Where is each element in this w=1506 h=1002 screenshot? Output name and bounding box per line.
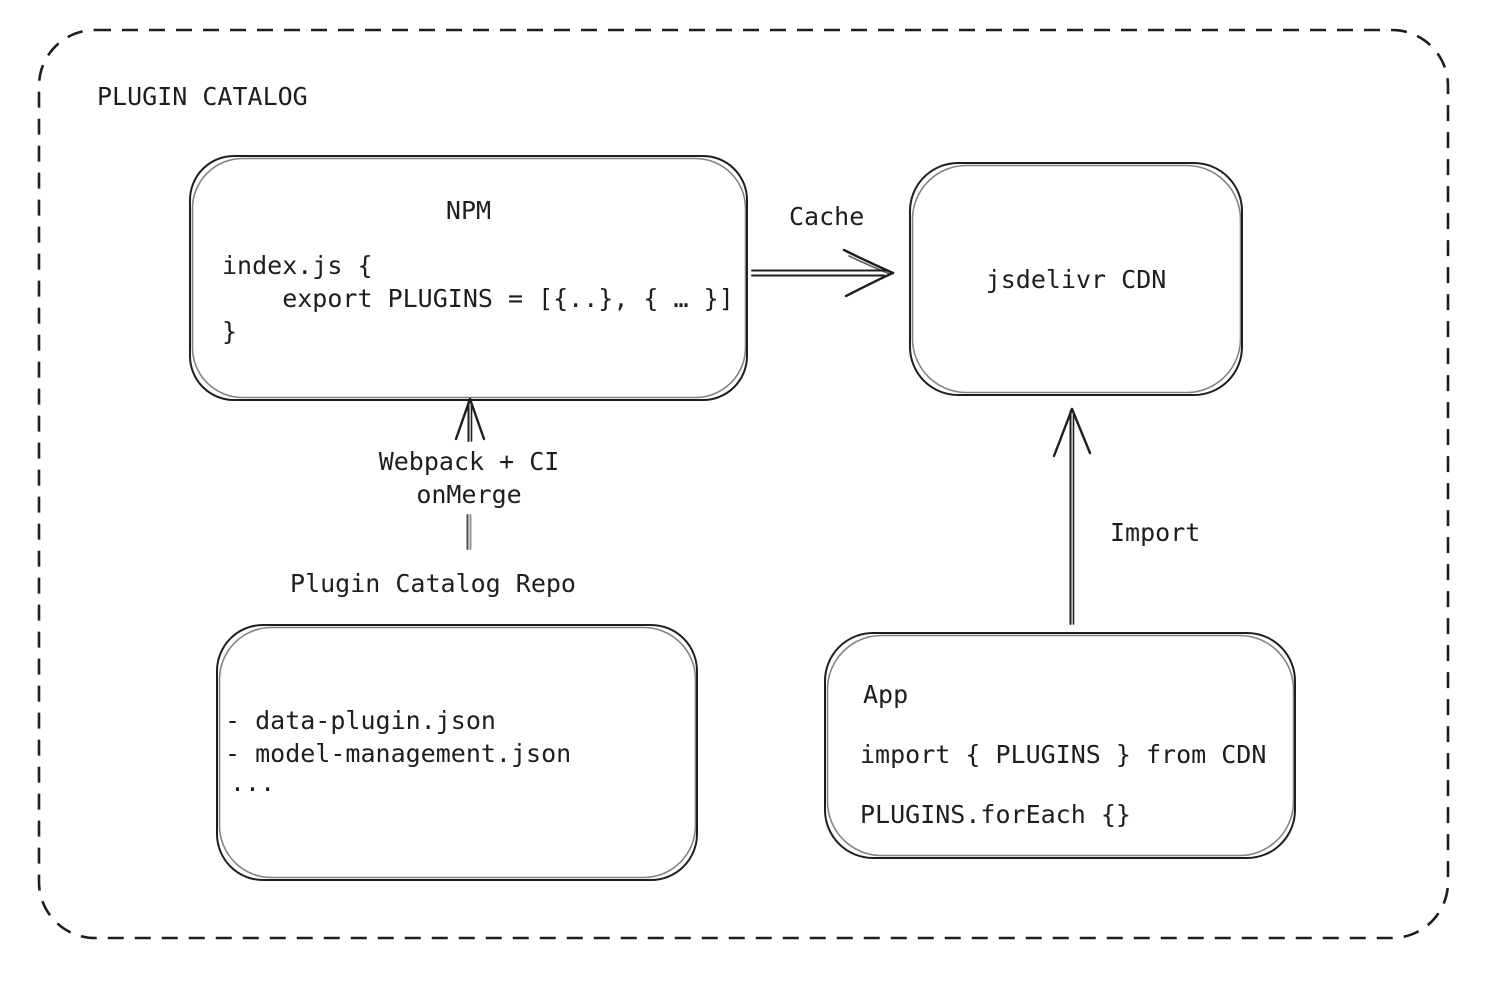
build-arrow xyxy=(454,397,486,550)
cache-arrow-label: Cache xyxy=(789,202,865,231)
build-arrow-label-line-2: onMerge xyxy=(416,480,522,509)
repo-file-line-2: - model-management.json xyxy=(225,739,572,768)
npm-node-title: NPM xyxy=(445,196,492,225)
repo-file-line-3: ... xyxy=(230,768,276,797)
import-arrow xyxy=(1052,407,1092,625)
cache-arrow xyxy=(751,248,895,298)
npm-code-line-2: export PLUGINS = [{..}, { … }] xyxy=(222,284,734,313)
app-code-line-2: PLUGINS.forEach {} xyxy=(860,800,1131,829)
cdn-node-label: jsdelivr CDN xyxy=(985,265,1167,294)
app-node-title: App xyxy=(863,680,909,709)
cdn-box-outline xyxy=(909,162,1243,396)
repo-box-outline xyxy=(216,624,698,881)
npm-code-line-3: } xyxy=(222,317,238,346)
app-code-line-1: import { PLUGINS } from CDN xyxy=(860,740,1267,769)
import-arrow-label: Import xyxy=(1110,518,1201,547)
build-arrow-label-line-1: Webpack + CI xyxy=(378,447,560,476)
repo-file-line-1: - data-plugin.json xyxy=(225,706,496,735)
npm-code-line-1: index.js { xyxy=(222,251,373,280)
repo-node-label: Plugin Catalog Repo xyxy=(290,569,576,598)
catalog-dashed-border xyxy=(37,28,1450,940)
diagram-title: PLUGIN CATALOG xyxy=(97,82,308,111)
app-box-outline xyxy=(824,632,1296,859)
